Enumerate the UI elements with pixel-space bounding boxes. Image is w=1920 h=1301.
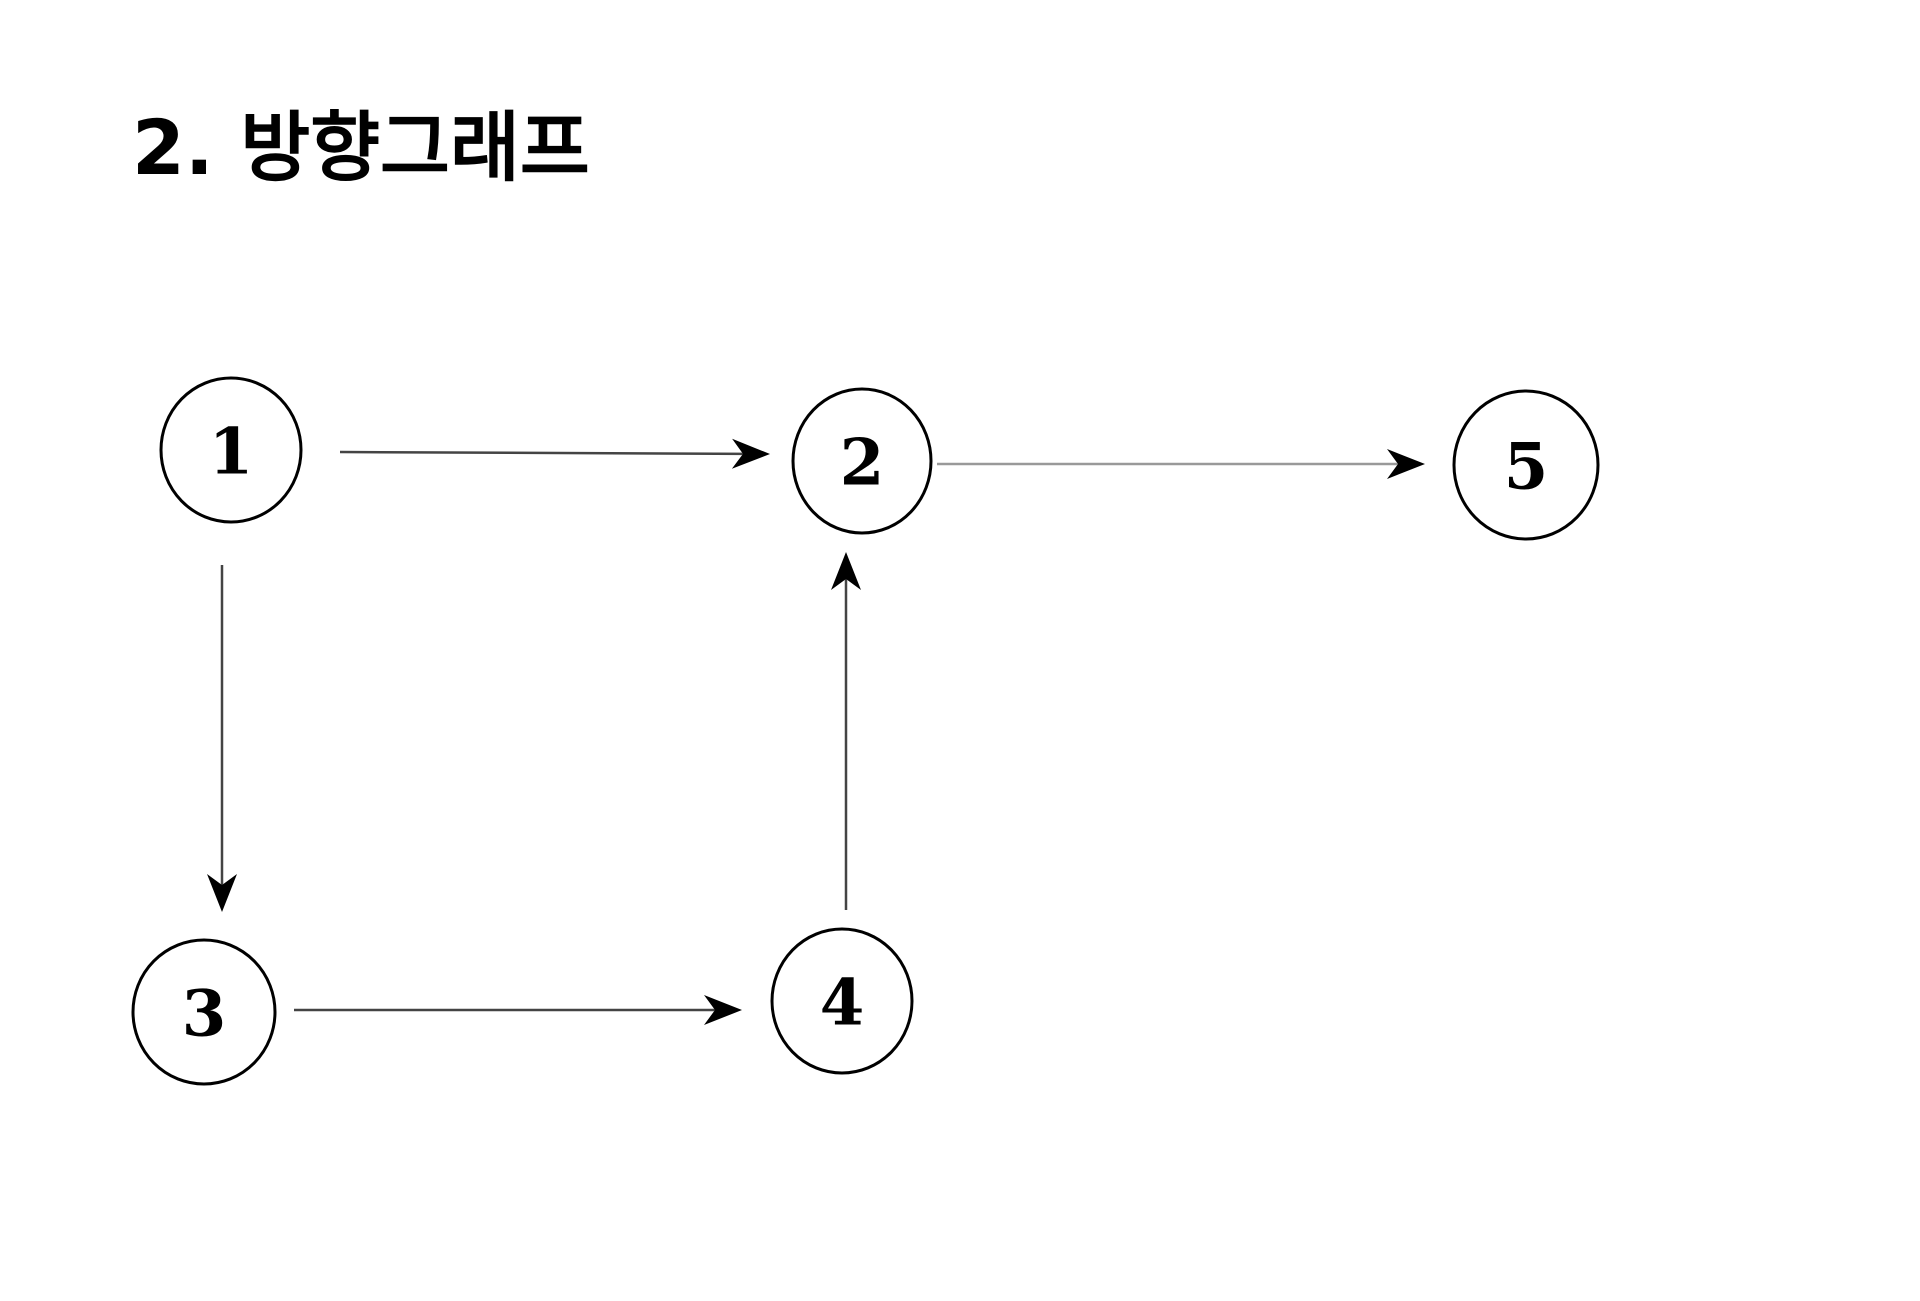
node-circle: [1452, 389, 1600, 541]
edge-line: [339, 450, 744, 456]
page-title: 2. 방향그래프: [132, 103, 590, 192]
node-label: 1: [209, 415, 254, 490]
node-label: 3: [182, 977, 227, 1052]
node-circle: [159, 376, 303, 524]
edge-2-5: [937, 449, 1425, 479]
edge-4-2: [831, 552, 861, 910]
node-label: 2: [840, 426, 885, 501]
arrowhead-icon: [704, 995, 742, 1025]
node-2: 2: [791, 387, 933, 535]
edges-layer: [207, 438, 1425, 1025]
node-3: 3: [131, 938, 277, 1086]
node-4: 4: [770, 927, 914, 1075]
arrowhead-icon: [1387, 449, 1425, 479]
arrowhead-icon: [731, 438, 770, 469]
arrowhead-icon: [831, 552, 861, 590]
node-label: 4: [820, 966, 865, 1041]
node-5: 5: [1452, 389, 1600, 541]
nodes-layer: 1 2 3 4 5: [131, 376, 1600, 1086]
node-circle: [791, 387, 933, 535]
node-circle: [131, 938, 277, 1086]
edge-1-3: [207, 565, 237, 912]
node-circle: [770, 927, 914, 1075]
node-label: 5: [1504, 430, 1549, 505]
edge-3-4: [294, 995, 742, 1025]
arrowhead-icon: [207, 874, 237, 912]
edge-1-2: [339, 438, 770, 469]
node-1: 1: [159, 376, 303, 524]
